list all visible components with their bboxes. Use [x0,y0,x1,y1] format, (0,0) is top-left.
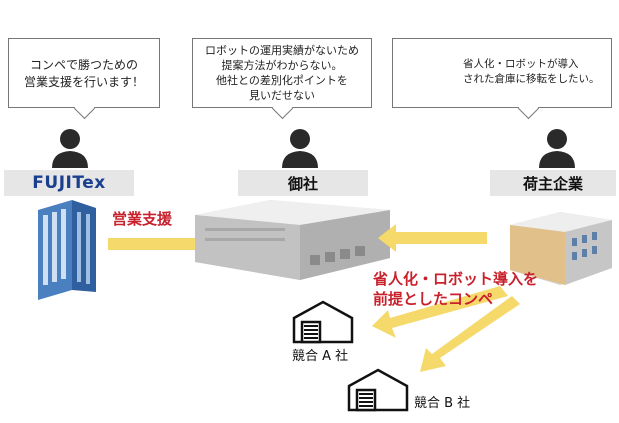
bubble-left-text: コンペで勝つための 営業支援を行います！ [23,58,144,89]
office-building-icon [38,200,96,300]
bubble-right-text: 省人化・ロボットが導入 された倉庫に移転をしたい。 [463,58,600,85]
person-icon-center [282,129,318,168]
fujitex-label: FUJITex [4,170,134,196]
warehouse-icon [195,200,390,280]
person-icon-left [52,129,88,168]
sales-support-label: 営業支援 [112,210,173,228]
speech-bubble-center: ロボットの運用実績がないため 提案方法がわからない。 他社との差別化ポイントを … [192,38,372,120]
compe-label-line1: 省人化・ロボット導入を [373,270,539,288]
sales-support-arrow [108,230,216,258]
fujitex-logo: FUJITex [32,173,106,193]
speech-bubble-left: コンペで勝つための 営業支援を行います！ [8,38,160,120]
ninushi-label-text: 荷主企業 [522,174,583,193]
bubble-center-text: ロボットの運用実績がないため 提案方法がわからない。 他社との差別化ポイントを … [205,44,359,102]
competitor-a-warehouse-icon [292,300,354,344]
compe-arrow-to-a [372,286,508,338]
competitor-b-warehouse-icon [347,368,409,412]
gosha-label-text: 御社 [287,174,318,193]
shipper-building-icon [510,212,612,285]
competitor-a-label: 競合 A 社 [292,349,349,364]
compe-arrow-to-b [420,296,520,372]
gosha-label: 御社 [238,170,368,196]
competitor-b-label: 競合 B 社 [414,396,471,411]
person-icon-right [539,129,575,168]
request-arrow [378,224,487,252]
speech-bubble-right: 省人化・ロボットが導入 された倉庫に移転をしたい。 [392,38,612,120]
compe-label-line2: 前提としたコンペ [373,290,494,308]
ninushi-label: 荷主企業 [490,170,616,196]
